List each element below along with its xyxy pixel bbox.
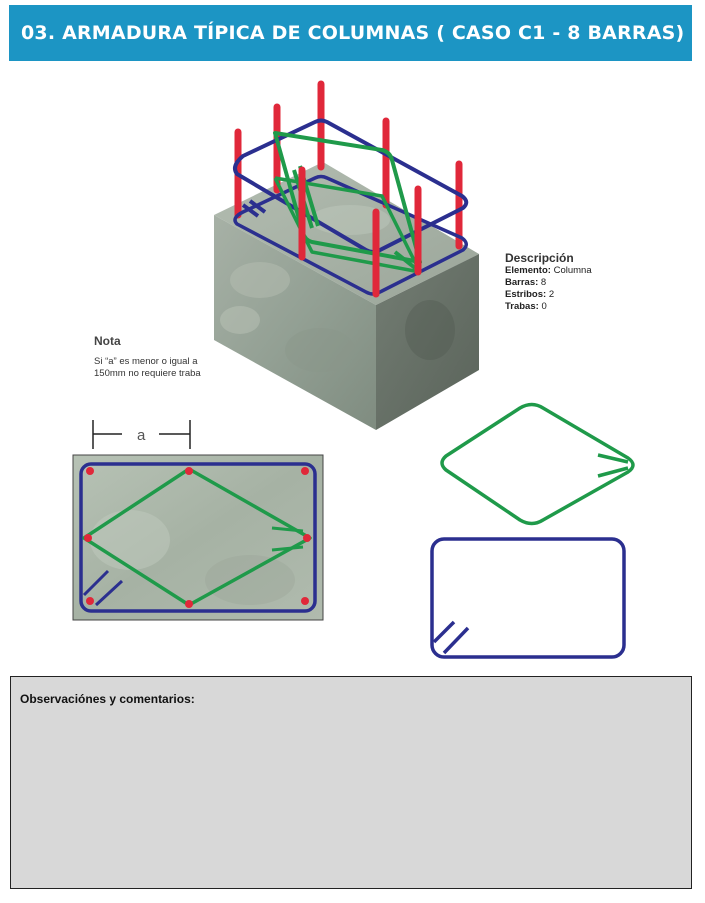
rebar-dot — [185, 600, 193, 608]
description-bars: Barras: 8 — [505, 277, 547, 288]
column-cross-section — [72, 454, 324, 621]
note-block: Nota Si “a” es menor o igual a 150mm no … — [94, 334, 204, 379]
description-stirrups: Estribos: 2 — [505, 289, 555, 300]
observations-label: Observaciónes y comentarios: — [20, 692, 195, 706]
stirrup-blue-3d — [233, 118, 469, 296]
dimension-label: a — [137, 427, 146, 444]
description-block: Descripción Elemento: Columna Barras: 8 … — [505, 251, 592, 313]
section-stirrup-blue — [79, 462, 317, 613]
rebars-front — [298, 166, 422, 298]
header-bar: 03. ARMADURA TÍPICA DE COLUMNAS ( CASO C… — [9, 5, 692, 61]
rebar-dot — [185, 467, 193, 475]
description-element: Elemento: Columna — [505, 265, 592, 276]
note-text: Si “a” es menor o igual a 150mm no requi… — [94, 356, 201, 379]
observations-panel[interactable]: Observaciónes y comentarios: — [10, 676, 692, 889]
rebars-back — [234, 80, 463, 250]
rebar-dot — [301, 467, 309, 475]
section-rebars — [84, 467, 311, 608]
page-title: 03. ARMADURA TÍPICA DE COLUMNAS ( CASO C… — [21, 22, 685, 44]
description-title: Descripción — [505, 251, 574, 265]
rebar-dot — [303, 534, 311, 542]
description-ties: Trabas: 0 — [505, 301, 547, 312]
stirrup-blue-detail — [430, 537, 626, 659]
rebar-dot — [86, 467, 94, 475]
stirrup-green-detail — [440, 402, 635, 526]
rebar-dot — [301, 597, 309, 605]
note-title: Nota — [94, 334, 121, 348]
rebar-dot — [84, 534, 92, 542]
rebar-dot — [86, 597, 94, 605]
dimension-a — [92, 420, 191, 449]
block-right-face — [376, 254, 479, 430]
